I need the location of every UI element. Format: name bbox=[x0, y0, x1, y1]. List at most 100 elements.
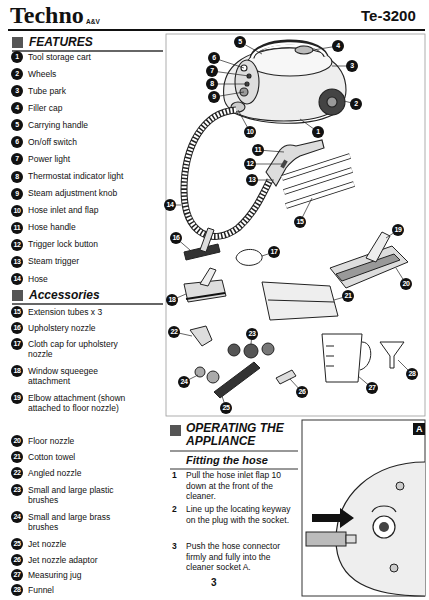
callout-marker: 3 bbox=[346, 60, 358, 72]
part-name: Cloth cap for upholstery nozzle bbox=[28, 339, 128, 360]
callout-marker: 15 bbox=[294, 216, 306, 228]
feature-item: 6On/off switch bbox=[11, 136, 163, 148]
callout-marker: 28 bbox=[406, 368, 418, 380]
callout-number: 13 bbox=[11, 256, 23, 268]
callout-marker: 25 bbox=[220, 402, 232, 414]
part-name: Jet nozzle bbox=[28, 539, 163, 550]
accessory-item: 20Floor nozzle bbox=[11, 435, 163, 447]
section-heading: Accessories bbox=[29, 288, 100, 302]
inlet-flap bbox=[372, 506, 396, 512]
callout-marker: 10 bbox=[244, 126, 256, 138]
callout-marker: 11 bbox=[252, 144, 264, 156]
jug-handle bbox=[360, 342, 371, 370]
accessory-item: 16Upholstery nozzle bbox=[11, 322, 163, 334]
callout-marker: 22 bbox=[168, 326, 180, 338]
feature-item: 7Power light bbox=[11, 153, 163, 165]
feature-item: 13Steam trigger bbox=[11, 256, 163, 268]
towel-fold bbox=[268, 300, 334, 302]
figure-frame bbox=[302, 420, 425, 596]
section-heading: OPERATING THE APPLIANCE bbox=[186, 422, 304, 448]
accessory-item: 21 Cotton towel bbox=[11, 451, 163, 463]
feature-item: 3Tube park bbox=[11, 85, 163, 97]
connector-plug bbox=[346, 535, 356, 543]
control-button bbox=[390, 564, 398, 572]
callout-number: 19 bbox=[11, 392, 23, 404]
control-button bbox=[396, 482, 404, 490]
brand-suffix: A&V bbox=[86, 18, 100, 25]
cloth-cap bbox=[236, 249, 262, 265]
feature-item: 9Steam adjustment knob bbox=[11, 188, 163, 200]
socket-figure bbox=[302, 420, 425, 596]
callout-marker: 18 bbox=[166, 294, 178, 306]
step-number: 1 bbox=[172, 470, 177, 481]
illustration-frame bbox=[166, 34, 425, 416]
callout-number: 9 bbox=[208, 91, 220, 103]
part-name: Small and large brass brushes bbox=[28, 512, 128, 533]
heading-rule bbox=[170, 450, 298, 451]
feature-item: 14Hose bbox=[11, 273, 163, 285]
heading-rule bbox=[12, 303, 163, 305]
callout-number: 21 bbox=[11, 451, 23, 463]
callout-number: 12 bbox=[11, 239, 23, 251]
part-name: Elbow attachment (shown attached to floo… bbox=[28, 393, 128, 414]
direction-arrow bbox=[312, 508, 354, 528]
callout-marker: 4 bbox=[332, 40, 344, 52]
callout-number: 27 bbox=[11, 569, 23, 581]
part-name: Window squeegee attachment bbox=[28, 366, 118, 387]
part-name: Cotton towel bbox=[28, 452, 163, 463]
callout-number: 1 bbox=[312, 126, 324, 138]
callout-marker: 14 bbox=[164, 199, 176, 211]
callout-number: 3 bbox=[346, 60, 358, 72]
accessory-item: 17Cloth cap for upholstery nozzle bbox=[11, 338, 128, 350]
callout-marker: 23 bbox=[246, 328, 258, 340]
callout-number: 8 bbox=[206, 78, 218, 90]
heading-bullet bbox=[12, 290, 23, 301]
part-name: Tube park bbox=[28, 86, 163, 97]
callout-marker: 8 bbox=[206, 78, 218, 90]
part-name: Filler cap bbox=[28, 103, 163, 114]
callout-marker: 17 bbox=[268, 246, 280, 258]
cleaner-body bbox=[224, 48, 346, 121]
callout-number: 23 bbox=[246, 328, 258, 340]
callout-number: 11 bbox=[252, 144, 264, 156]
callout-number: 5 bbox=[11, 119, 23, 131]
callout-number: 5 bbox=[234, 36, 246, 48]
upholstery-neck bbox=[200, 228, 214, 252]
callout-number: 28 bbox=[406, 368, 418, 380]
callout-number: 17 bbox=[268, 246, 280, 258]
steam-cleaner bbox=[224, 42, 346, 123]
callout-number: 19 bbox=[392, 224, 404, 236]
callout-number: 20 bbox=[11, 435, 23, 447]
feature-item: 5Carrying handle bbox=[11, 119, 163, 131]
callout-number: 16 bbox=[11, 322, 23, 334]
cleaner-top bbox=[248, 48, 332, 76]
accessories bbox=[184, 228, 408, 398]
accessory-item: 18Window squeegee attachment bbox=[11, 365, 118, 377]
header-rule bbox=[8, 29, 425, 31]
callout-number: 1 bbox=[11, 51, 23, 63]
part-name: Hose inlet and flap bbox=[28, 205, 163, 216]
callout-marker: 2 bbox=[350, 98, 362, 110]
hose-socket bbox=[373, 516, 395, 538]
section-heading: FEATURES bbox=[29, 35, 93, 49]
callout-number: 13 bbox=[246, 174, 258, 186]
feature-item: 10Hose inlet and flap bbox=[11, 205, 163, 217]
plastic-brush bbox=[262, 343, 274, 355]
accessory-item: 24Small and large brass brushes bbox=[11, 511, 128, 523]
part-name: Hose handle bbox=[28, 222, 163, 233]
accessory-item: 27Measuring jug bbox=[11, 569, 163, 581]
heading-bullet bbox=[12, 37, 23, 48]
extension-tubes bbox=[282, 156, 354, 206]
callout-number: 25 bbox=[220, 402, 232, 414]
callout-number: 25 bbox=[11, 538, 23, 550]
cleaner-front bbox=[336, 462, 425, 596]
squeegee-neck bbox=[200, 268, 216, 286]
feature-item: 1Tool storage cart bbox=[11, 51, 163, 63]
part-name: Funnel bbox=[28, 585, 163, 596]
callout-number: 20 bbox=[400, 278, 412, 290]
callout-number: 14 bbox=[11, 273, 23, 285]
callout-number: 6 bbox=[208, 52, 220, 64]
part-name: Wheels bbox=[28, 69, 163, 80]
carrying-handle-inner bbox=[252, 43, 326, 58]
